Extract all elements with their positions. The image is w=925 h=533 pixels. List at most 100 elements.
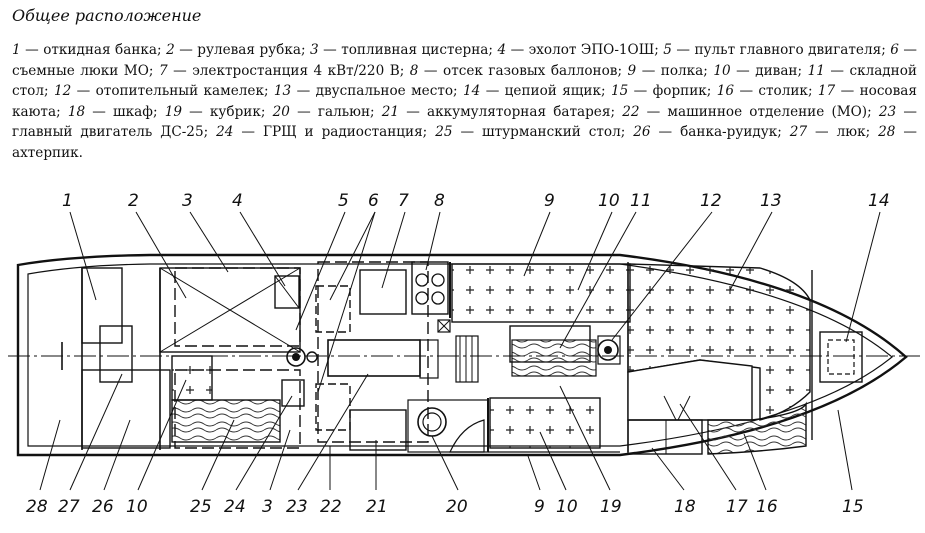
legend-number-10: 10 [713,62,731,79]
callout-16: 16 [756,497,778,517]
callout-14: 14 [868,191,890,211]
legend-text-19: кубрик [209,103,261,120]
legend-text-28: ахтерпик [12,144,79,161]
folding-bench [81,267,123,344]
callout-4: 4 [232,191,243,211]
legend-text-27: люк [836,124,866,140]
legend-text-1: откидная банка [43,42,157,58]
callout-7: 7 [398,191,409,211]
legend-number-11: 11 [807,62,825,79]
legend-text-20: гальюн [317,103,371,120]
legend-number-25: 25 [435,124,453,140]
legend-number-22: 22 [622,103,640,120]
toilet-bowl [417,407,447,437]
bow-cabin [627,359,753,421]
legend-number-3: 3 [310,42,319,58]
callout-21: 21 [366,497,388,517]
callouts-bottom: 28 27 26 10 25 24 3 23 22 21 20 9 10 19 … [26,497,864,517]
head-compartment [407,399,489,453]
folding-table-top [511,339,597,377]
legend-number-14: 14 [463,83,481,99]
legend-number-15: 15 [610,83,629,99]
legend-text-17: носовая каюта [12,83,917,120]
echo-sounder [274,275,300,309]
legend-number-2: 2 [166,42,175,58]
legend-text-15: форпик [652,83,707,99]
legend-text-26: банка-руидук [680,124,778,140]
generator [359,269,407,315]
callout-13: 13 [760,191,782,211]
leader-lines [39,211,881,491]
callout-24: 24 [224,497,246,517]
legend-number-9: 9 [627,62,637,79]
legend-number-16: 16 [716,83,735,99]
legend-text-3: топливная цистерна [341,42,489,58]
callout-3-lower: 3 [262,497,273,517]
legend-text-25: штурманский стол [482,124,621,140]
legend-text-11: складной стол [12,62,917,100]
legend-text-4: эхолот ЭПО-1ОШ [528,42,655,58]
shaft-coupling [286,347,306,367]
legend-number-26: 26 [633,124,651,140]
callout-28: 28 [26,497,48,517]
legend-text-23: главный двигатель ДС-25 [12,124,204,140]
callout-22: 22 [320,497,342,517]
callout-5: 5 [338,191,349,211]
callouts-top: 1 2 3 4 5 6 7 8 9 10 11 12 13 14 [62,191,890,211]
callout-10: 10 [598,191,620,211]
callout-27: 27 [58,497,80,517]
legend-text-22: машинное отделение (МО) [667,103,868,120]
callout-26: 26 [92,497,114,517]
legend-text-2: рулевая рубка [197,42,301,58]
callout-6: 6 [368,191,379,211]
fuel-tank-upper [174,267,301,347]
gas-bottle-compartment [411,261,449,315]
callout-17: 17 [726,497,748,517]
legend-number-24: 24 [216,124,234,140]
legend-number-20: 20 [272,103,290,120]
legend-number-19: 19 [164,103,182,120]
callout-9-lower: 9 [534,497,545,517]
aft-sofa [171,355,213,401]
legend-number-12: 12 [53,83,72,99]
hatch-mo-1 [315,285,351,333]
legend-text-14: цепиой ящик [504,83,601,99]
callout-19: 19 [600,497,622,517]
legend-text-5: пульт главного двигателя [694,42,882,58]
bench-locker [81,369,171,449]
main-engine [327,339,421,377]
legend-text-12: отопительный камелек [95,83,264,99]
legend-number-28: 28 [878,124,896,140]
legend-number-4: 4 [497,42,507,58]
legend-number-6: 6 [890,42,899,58]
legend-text-16: столик [758,83,808,99]
legend-number-23: 23 [878,103,897,120]
callout-10-lower: 10 [556,497,578,517]
callout-18: 18 [674,497,696,517]
callout-11: 11 [630,191,652,211]
legend-number-7: 7 [158,62,168,79]
callout-8: 8 [434,191,445,211]
callout-3: 3 [182,191,193,211]
legend-text-18: шкаф [113,103,153,120]
callout-23: 23 [286,497,308,517]
callout-12: 12 [700,191,722,211]
callout-25: 25 [190,497,212,517]
hatch [99,325,133,383]
legend-text-24: ГРЩ и радиостанция [262,124,423,140]
legend-number-13: 13 [273,83,292,99]
battery [349,409,407,451]
callout-20: 20 [446,497,468,517]
legend-text-6: съемные люки МО [12,62,149,79]
hatch-mo-2 [315,383,351,431]
callout-15: 15 [842,497,864,517]
legend-text-10: диван [755,62,798,79]
legend-number-17: 17 [817,83,836,99]
legend-text-21: аккумуляторная батарея [427,103,611,120]
legend-text-9: полка [660,62,704,79]
legend-number-5: 5 [663,42,672,58]
callout-1: 1 [62,191,73,211]
callout-10-aft: 10 [126,497,148,517]
callout-2: 2 [128,191,139,211]
